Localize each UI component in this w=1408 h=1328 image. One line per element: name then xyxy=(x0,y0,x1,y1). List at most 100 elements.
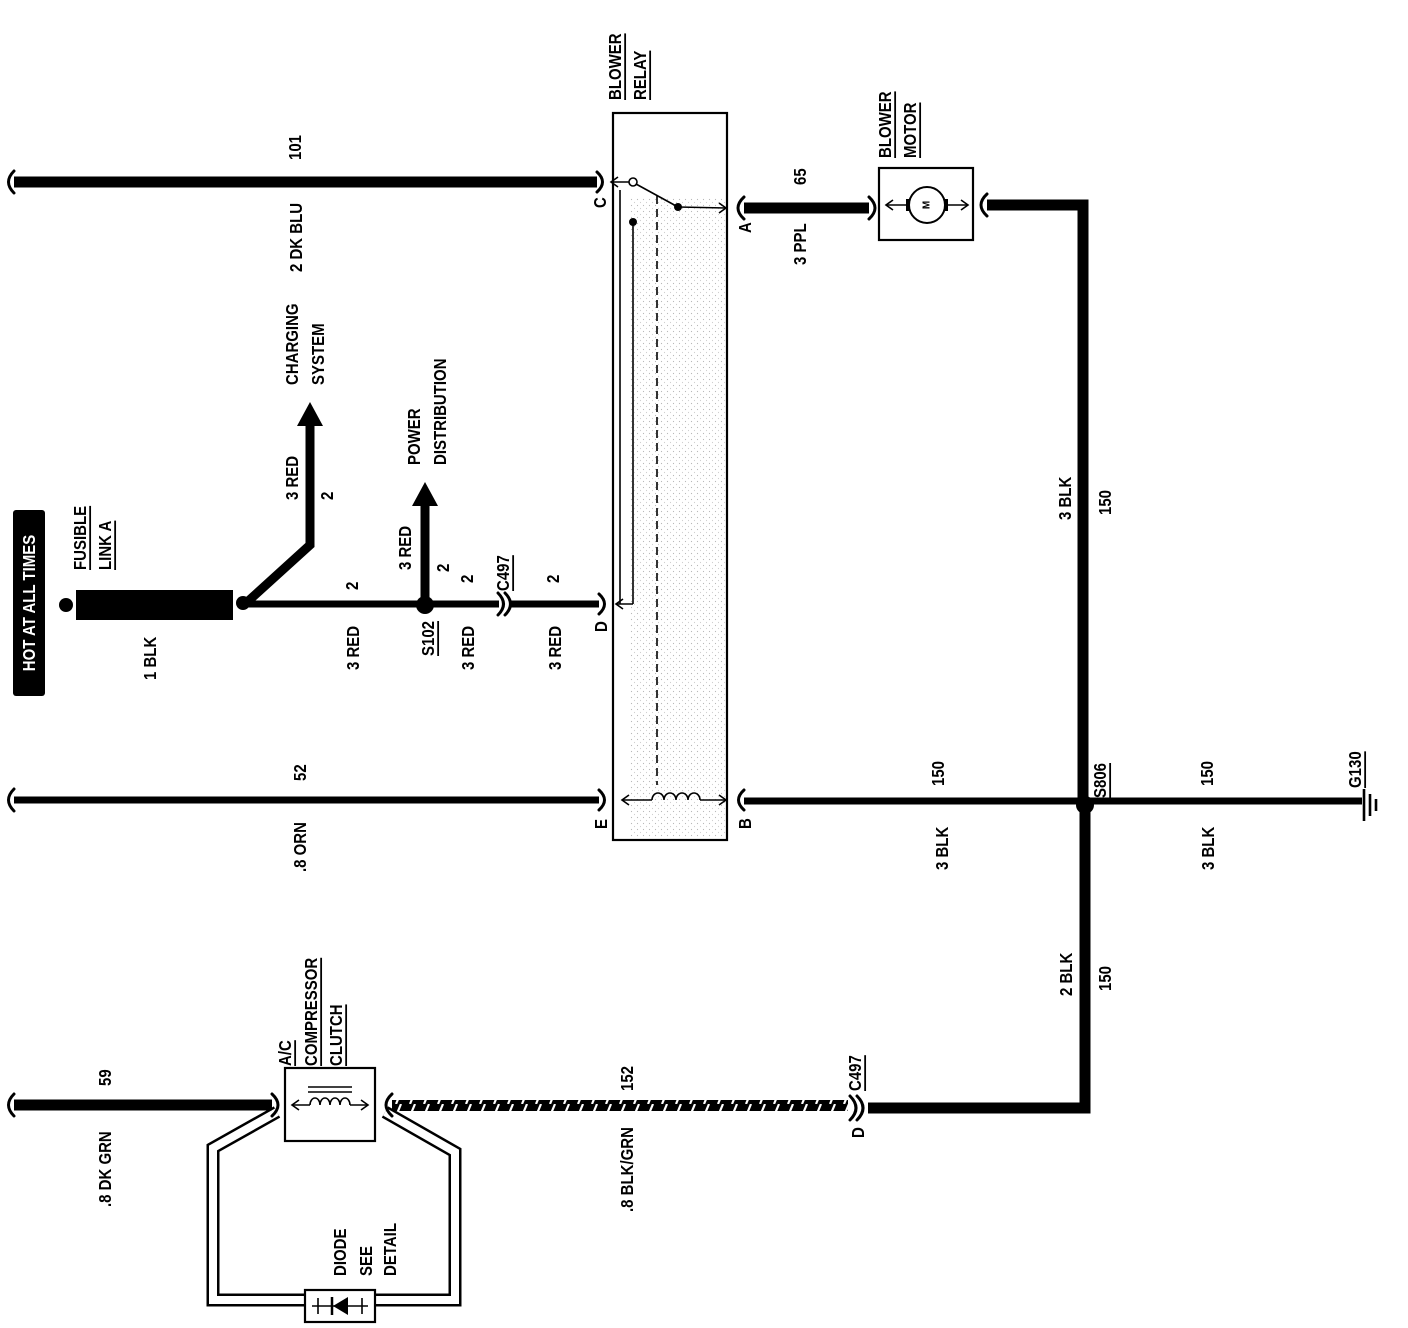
wire-59-circuit-label: 59 xyxy=(95,1069,116,1086)
ground-g130-label: G130 xyxy=(1345,751,1366,788)
relay-b-arrow-icon xyxy=(718,794,728,806)
relay-pin-a-connector xyxy=(736,195,746,221)
wire-65-circuit-label: 65 xyxy=(790,168,811,185)
power-wire-label: 3 RED xyxy=(395,526,416,570)
wire-relay-b-spec-label: 3 BLK xyxy=(932,827,953,870)
power-distribution-label-2: DISTRIBUTION xyxy=(430,358,451,465)
diode-loop-right-inner xyxy=(373,1108,459,1304)
relay-pin-c-label: C xyxy=(590,197,611,208)
charging-system-arrow-icon xyxy=(297,402,323,426)
relay-pin-b-label: B xyxy=(735,818,756,829)
power-distribution-label-1: POWER xyxy=(404,408,425,465)
wire-152-spec-label: .8 BLK/GRN xyxy=(617,1127,638,1212)
wire-ground-spec-label: 3 BLK xyxy=(1198,827,1219,870)
motor-brush-right xyxy=(944,199,948,211)
relay-a-lead xyxy=(677,206,727,209)
s102-label: S102 xyxy=(418,621,439,656)
motor-right-arrow-icon xyxy=(960,199,970,211)
wire-152-circuit-label: 152 xyxy=(617,1066,638,1091)
diode-label-3: DETAIL xyxy=(380,1223,401,1276)
charging-system-label-1: CHARGING xyxy=(282,303,303,385)
wire-150-motor-ground xyxy=(987,199,1089,805)
blower-relay-box xyxy=(611,111,729,842)
fusible-link-label-2: LINK A xyxy=(95,521,116,570)
ac-clutch-label-1: A/C xyxy=(275,1040,296,1066)
fusible-wire-label: 1 BLK xyxy=(140,637,161,680)
wire-59-spec-label: .8 DK GRN xyxy=(95,1131,116,1207)
clutch-left-arrow-icon xyxy=(290,1099,300,1111)
s102-left-wire-label: 3 RED xyxy=(343,626,364,670)
blower-relay-label-1: BLOWER xyxy=(605,33,626,100)
wire-c497-bottom-circuit-label: 150 xyxy=(1095,966,1116,991)
blower-motor-label-2: MOTOR xyxy=(900,102,921,158)
blower-relay-label-2: RELAY xyxy=(630,51,651,100)
wire-101-spec-label: 2 DK BLU xyxy=(286,203,307,272)
blower-motor-left-connector xyxy=(867,195,877,221)
wire-charging-system xyxy=(241,424,315,608)
wire-101-circuit-label: 101 xyxy=(285,135,306,160)
relay-pin-d-connector xyxy=(597,592,606,616)
ac-clutch-label-2: COMPRESSOR xyxy=(301,958,322,1066)
relay-pin-b-connector xyxy=(737,788,746,812)
blower-motor-right-connector xyxy=(979,192,989,218)
diode-label-2: SEE xyxy=(356,1246,377,1276)
blower-relay-stipple xyxy=(630,198,727,838)
relay-d-arrow-icon xyxy=(614,598,624,610)
charging-system-label-2: SYSTEM xyxy=(308,323,329,385)
ac-clutch-right-connector xyxy=(384,1092,394,1118)
diode-symbol-icon xyxy=(333,1297,348,1315)
wire-relay-b-circuit-label: 150 xyxy=(928,761,949,786)
relay-a-arrow-icon xyxy=(718,202,728,214)
relay-coil-icon xyxy=(651,792,701,801)
s102-right-wire-label: 3 RED xyxy=(458,626,479,670)
diode-loop-left-inner xyxy=(209,1108,307,1304)
relay-pin-e-label: E xyxy=(591,819,612,829)
relay-common-contact xyxy=(628,177,638,187)
power-distribution-arrow-icon xyxy=(412,482,438,506)
c497-bottom-pin-label: D xyxy=(848,1127,869,1138)
c497-top-connector-a xyxy=(496,591,505,617)
clutch-coil-icon xyxy=(309,1097,351,1106)
relay-switch-arm xyxy=(635,183,679,208)
wire-52-circuit-label: 52 xyxy=(290,764,311,781)
c497-top-wire-label: 3 RED xyxy=(545,626,566,670)
relay-e-arrow-icon xyxy=(620,794,630,806)
hot-at-all-times-banner xyxy=(13,510,45,696)
c497-bottom-connector-b xyxy=(855,1094,865,1122)
diode-label-1: DIODE xyxy=(330,1229,351,1276)
charging-circuit-label: 2 xyxy=(317,492,338,500)
s102-left-circuit-label: 2 xyxy=(342,582,363,590)
wire-motor-ground-circuit-label: 150 xyxy=(1095,490,1116,515)
fusible-link-terminal-left xyxy=(59,598,73,612)
clutch-right-arrow-icon xyxy=(360,1099,370,1111)
relay-pin-c-connector xyxy=(595,170,604,194)
fusible-link-label-1: FUSIBLE xyxy=(70,506,91,570)
wire-65-spec-label: 3 PPL xyxy=(790,223,811,265)
wire-59-left-connector xyxy=(7,1092,16,1118)
c497-top-connector-b xyxy=(503,591,512,617)
charging-wire-label: 3 RED xyxy=(282,456,303,500)
motor-symbol-letter: M xyxy=(922,201,933,209)
c497-bottom-label: C497 xyxy=(845,1055,866,1091)
wire-101-left-connector xyxy=(7,169,16,195)
motor-brush-left xyxy=(906,199,910,211)
wire-52-left-connector xyxy=(7,787,16,813)
ac-clutch-label-3: CLUTCH xyxy=(326,1004,347,1066)
wire-motor-ground-spec-label: 3 BLK xyxy=(1055,477,1076,520)
relay-c-arrow-icon xyxy=(609,176,619,188)
c497-bottom-connector-a xyxy=(848,1094,858,1122)
wire-52-spec-label: .8 ORN xyxy=(290,822,311,872)
s102-right-circuit-label: 2 xyxy=(457,575,478,583)
wire-ground-circuit-label: 150 xyxy=(1197,761,1218,786)
relay-pin-e-connector xyxy=(597,788,606,812)
wire-152-striped xyxy=(392,1100,848,1111)
ac-clutch-left-connector xyxy=(270,1092,280,1118)
motor-left-arrow-icon xyxy=(884,199,894,211)
c497-top-circuit-label: 2 xyxy=(543,575,564,583)
wire-150-to-c497 xyxy=(868,805,1091,1114)
relay-pin-d-label: D xyxy=(591,621,612,632)
s806-label: S806 xyxy=(1090,763,1111,798)
blower-motor-label-1: BLOWER xyxy=(875,91,896,158)
relay-pin-a-label: A xyxy=(735,222,756,233)
